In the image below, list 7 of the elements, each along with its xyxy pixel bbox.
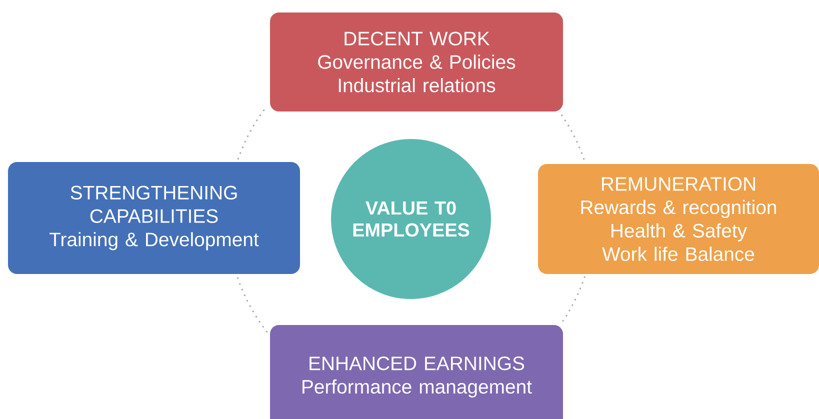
dotted-connector (236, 277, 268, 332)
dotted-connector (561, 114, 586, 162)
dotted-connector (562, 276, 586, 322)
rounded-box: ENHANCED EARNINGS Performance management (270, 325, 563, 419)
rounded-box: STRENGTHENING CAPABILITIES Training & Development (8, 162, 300, 274)
rounded-box: DECENT WORK Governance & Policies Industrial relations (270, 12, 563, 112)
rounded-box: REMUNERATION Rewards & recognition Health & Safety Work life Balance (538, 164, 819, 274)
